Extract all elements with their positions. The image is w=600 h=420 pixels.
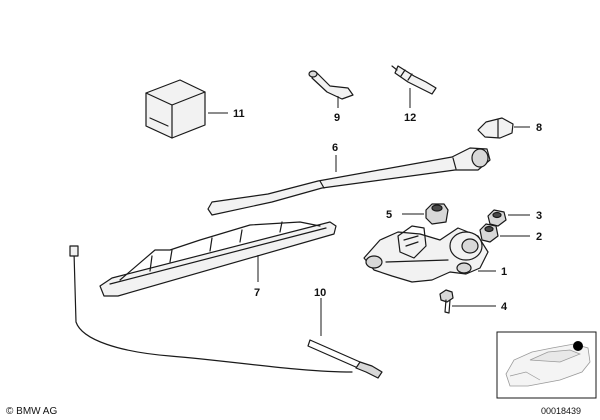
part-9-nozzle[interactable]: [308, 70, 354, 100]
callout-10: 10: [314, 287, 326, 299]
location-marker: [573, 341, 583, 351]
callout-5: 5: [386, 209, 392, 221]
part-6-wiper-arm[interactable]: [207, 147, 491, 216]
callout-7: 7: [254, 287, 260, 299]
part-8-cap[interactable]: [477, 117, 514, 139]
callout-3: 3: [536, 210, 542, 222]
leader-lines: [208, 88, 530, 336]
document-number: 00018439: [541, 406, 581, 416]
callout-9: 9: [334, 112, 340, 124]
part-3-bushing[interactable]: [487, 209, 507, 227]
callout-12: 12: [404, 112, 416, 124]
callout-11: 11: [233, 108, 245, 120]
part-11-cover[interactable]: [145, 79, 206, 139]
callout-1: 1: [501, 266, 507, 278]
callouts: 11 9 12 8 6 5 3 2 1 7 10 4: [233, 108, 542, 313]
part-2-seal[interactable]: [479, 223, 499, 243]
part-1-wiper-motor[interactable]: [363, 225, 489, 283]
callout-6: 6: [332, 142, 338, 154]
part-12-fitting[interactable]: [391, 65, 437, 95]
copyright-text: © BMW AG: [6, 406, 57, 417]
callout-8: 8: [536, 122, 542, 134]
part-7-wiper-blade[interactable]: [99, 221, 337, 297]
callout-2: 2: [536, 231, 542, 243]
part-4-bolt[interactable]: [439, 289, 454, 314]
vehicle-location-thumbnail: [496, 331, 597, 399]
callout-4: 4: [501, 301, 508, 313]
part-5-grommet[interactable]: [425, 203, 449, 225]
part-10-rod[interactable]: [69, 245, 383, 379]
